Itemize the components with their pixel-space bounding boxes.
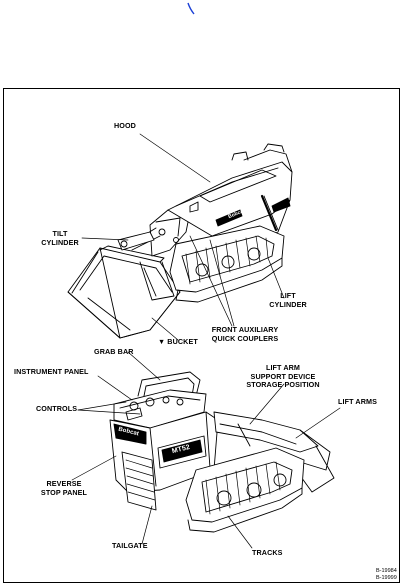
pen-mark bbox=[187, 2, 195, 15]
lift-cylinder-front bbox=[260, 194, 279, 232]
tailgate-label: TAILGATE bbox=[112, 541, 148, 550]
lift-arms-rear bbox=[213, 411, 335, 493]
leaders-bottom bbox=[71, 351, 341, 549]
bucket-drawing bbox=[67, 245, 181, 339]
front-view-loader bbox=[67, 133, 293, 341]
figure-number-2: B-19999 bbox=[376, 575, 397, 581]
reverse-stop-panel-label: REVERSE STOP PANEL bbox=[40, 479, 88, 497]
diagram-frame bbox=[3, 88, 400, 583]
lift-arms-label: LIFT ARMS bbox=[338, 397, 377, 406]
hood-label: HOOD bbox=[114, 121, 136, 130]
tracks-front bbox=[169, 225, 285, 303]
tracks-rear bbox=[185, 447, 305, 533]
lift-arm-front bbox=[117, 209, 191, 257]
instrument-panel-label: INSTRUMENT PANEL bbox=[14, 367, 89, 376]
tailgate-grille bbox=[121, 451, 157, 511]
lift-arm-support-label: LIFT ARM SUPPORT DEVICE STORAGE POSITION bbox=[246, 363, 320, 389]
front-aux-couplers-label: FRONT AUXILIARY QUICK COUPLERS bbox=[211, 325, 279, 343]
lift-cylinder-label: LIFT CYLINDER bbox=[269, 291, 307, 309]
bucket-label: ▼ BUCKET bbox=[158, 337, 198, 346]
grab-bar bbox=[137, 371, 201, 397]
figure-number-1: B-19984 bbox=[376, 568, 397, 574]
control-panel bbox=[113, 389, 207, 429]
tracks-label: TRACKS bbox=[252, 548, 283, 557]
rear-view-loader bbox=[71, 351, 341, 549]
grab-bar-label: GRAB BAR bbox=[94, 347, 134, 356]
tilt-cylinder-label: TILT CYLINDER bbox=[41, 229, 79, 247]
leaders-top bbox=[81, 133, 285, 341]
controls-label: CONTROLS bbox=[36, 404, 78, 413]
